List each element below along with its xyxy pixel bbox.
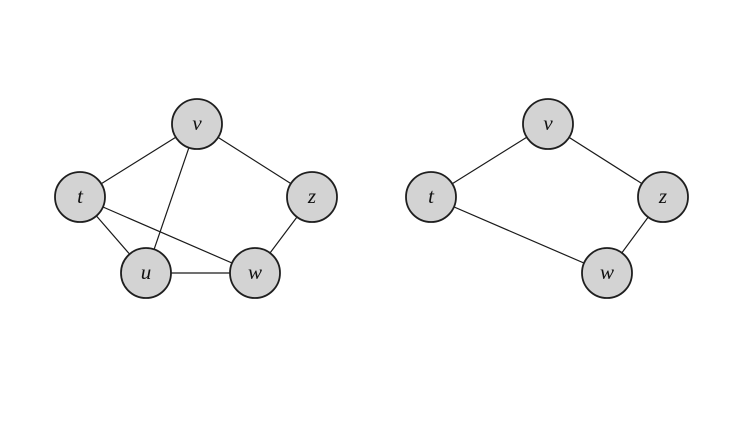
node-label: z: [307, 184, 316, 208]
node-circle: [286, 171, 338, 223]
node-label: t: [77, 184, 84, 208]
node-circle: [229, 247, 281, 299]
edge-v-u: [145, 123, 198, 274]
node-z: z: [637, 171, 689, 223]
node-t: t: [405, 171, 457, 223]
node-v: v: [171, 98, 223, 150]
left-graph: v t z u w: [54, 98, 338, 299]
node-circle: [405, 171, 457, 223]
node-circle: [171, 98, 223, 150]
right-graph: v t z w: [405, 98, 689, 299]
node-v: v: [522, 98, 574, 150]
node-circle: [637, 171, 689, 223]
edge-t-w: [430, 196, 608, 274]
node-circle: [522, 98, 574, 150]
node-label: z: [658, 184, 667, 208]
node-z: z: [286, 171, 338, 223]
node-label: v: [543, 111, 553, 135]
node-circle: [120, 247, 172, 299]
node-t: t: [54, 171, 106, 223]
node-label: w: [600, 260, 614, 284]
node-circle: [581, 247, 633, 299]
node-label: w: [248, 260, 262, 284]
node-label: t: [428, 184, 435, 208]
edge-t-w: [79, 196, 256, 274]
node-w: w: [229, 247, 281, 299]
node-label: v: [192, 111, 202, 135]
node-w: w: [581, 247, 633, 299]
node-circle: [54, 171, 106, 223]
node-u: u: [120, 247, 172, 299]
node-label: u: [141, 260, 152, 284]
